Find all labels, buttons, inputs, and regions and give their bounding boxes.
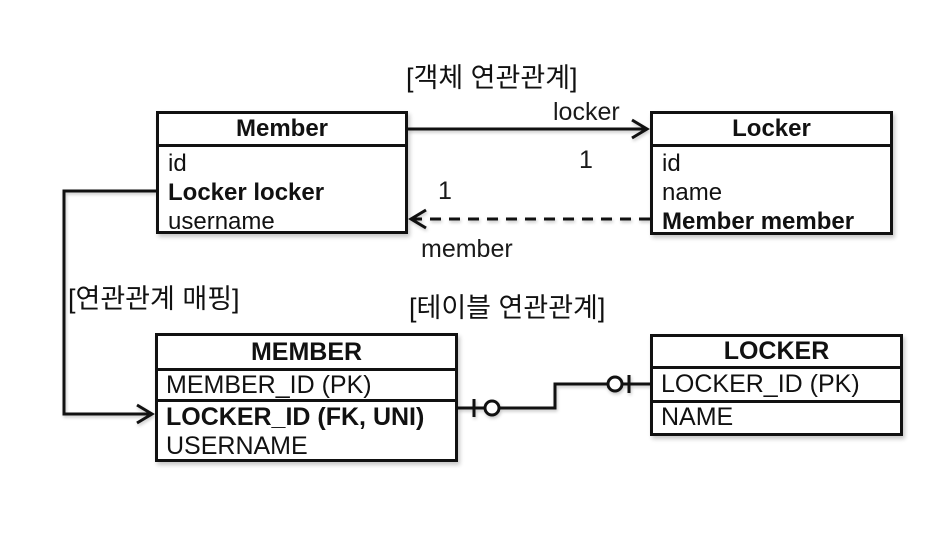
- member-class-box: Member id Locker locker username: [156, 111, 408, 236]
- member-edge-label: member: [421, 235, 513, 263]
- locker-table-row-name: NAME: [661, 403, 734, 431]
- locker-field-id: id: [662, 150, 681, 177]
- member-table-row-locker-id: LOCKER_ID (FK, UNI): [166, 403, 425, 431]
- locker-table-row-locker-id: LOCKER_ID (PK): [653, 369, 900, 403]
- table-relationship-connector: [458, 375, 651, 417]
- locker-class-fields: id name Member member: [653, 147, 890, 236]
- member-side-circle: [483, 399, 501, 417]
- locker-field-member: Member member: [662, 208, 855, 235]
- member-table-title: MEMBER: [158, 336, 455, 371]
- locker-field-name: name: [662, 179, 723, 206]
- member-field-locker: Locker locker: [168, 179, 325, 206]
- member-table-row-member-id: MEMBER_ID (PK): [158, 371, 455, 402]
- locker-table-title: LOCKER: [653, 337, 900, 369]
- member-association-dashed-arrow: [408, 208, 650, 230]
- table-association-label: [테이블 연관관계]: [409, 293, 606, 323]
- locker-class-box: Locker id name Member member: [650, 111, 893, 235]
- locker-side-circle: [606, 375, 624, 393]
- locker-multiplicity: 1: [579, 146, 593, 174]
- member-class-fields: id Locker locker username: [159, 147, 405, 236]
- locker-edge-label: locker: [553, 98, 620, 126]
- locker-table-box: LOCKER LOCKER_ID (PK) NAME: [650, 334, 903, 436]
- association-mapping-label: [연관관계 매핑]: [68, 284, 240, 314]
- member-field-id: id: [168, 150, 187, 177]
- member-multiplicity: 1: [438, 177, 452, 205]
- member-class-title: Member: [159, 114, 405, 147]
- object-association-label: [객체 연관관계]: [406, 63, 578, 93]
- object-association-arrow: [408, 118, 650, 140]
- member-field-username: username: [168, 208, 275, 235]
- locker-class-title: Locker: [653, 114, 890, 147]
- member-table-row-username: USERNAME: [166, 432, 308, 460]
- mapping-connector-arrow: [62, 189, 156, 425]
- member-table-box: MEMBER MEMBER_ID (PK) LOCKER_ID (FK, UNI…: [155, 333, 458, 462]
